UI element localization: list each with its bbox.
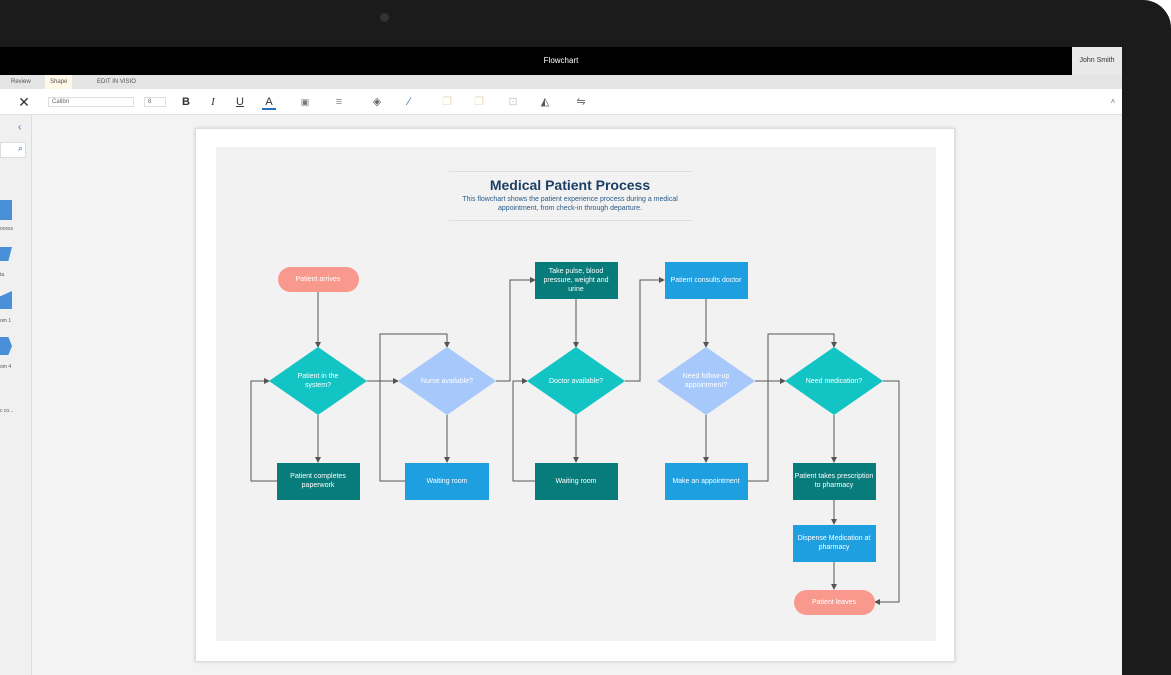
- connector-appt-d5[interactable]: [747, 333, 837, 482]
- font-size-select[interactable]: 8: [144, 97, 166, 107]
- process-shape[interactable]: [0, 200, 12, 220]
- custom-shape-1[interactable]: [0, 291, 12, 309]
- shapes-panel: ‹ ⌕ ocess ta om 1 om 4 c co...: [0, 115, 32, 675]
- node-label: Need follow-up appointment?: [682, 373, 730, 389]
- close-icon[interactable]: ✕: [18, 94, 30, 110]
- decision-d2[interactable]: [398, 347, 496, 415]
- collapse-ribbon-icon[interactable]: ˄: [1110, 97, 1116, 106]
- process-appt[interactable]: Make an appointment: [664, 462, 748, 500]
- screen: Flowchart John Smith Review Shape EDIT I…: [0, 47, 1122, 675]
- shape-label: ta: [0, 272, 5, 278]
- decision-d5[interactable]: [785, 347, 883, 415]
- font-select[interactable]: Calibri: [48, 97, 134, 107]
- diagram-subtitle: This flowchart shows the patient experie…: [462, 196, 678, 212]
- drawing-page: Medical Patient Process This flowchart s…: [195, 128, 955, 662]
- diagram-title: Medical Patient Process: [489, 177, 651, 193]
- group-icon[interactable]: ⊡: [508, 96, 518, 108]
- line-color-icon[interactable]: ⁄: [408, 96, 410, 108]
- custom-shape-4[interactable]: [0, 337, 12, 355]
- connector-d2-pulse[interactable]: [496, 277, 536, 382]
- underline-icon[interactable]: U: [236, 96, 244, 108]
- tab-review[interactable]: Review: [11, 79, 31, 85]
- diagram-area: Medical Patient Process This flowchart s…: [216, 147, 936, 641]
- decision-d1[interactable]: [269, 347, 367, 415]
- bold-icon[interactable]: B: [182, 96, 190, 108]
- window-title: Flowchart: [543, 56, 579, 65]
- process-wait2[interactable]: Waiting room: [534, 462, 618, 500]
- connector-paperwork-d1[interactable]: [250, 378, 277, 482]
- node-label: Nurse available?: [420, 377, 474, 385]
- connector-wait2-d3[interactable]: [512, 378, 535, 482]
- decision-d4[interactable]: [657, 347, 755, 415]
- align-icon[interactable]: ≡: [335, 96, 343, 108]
- search-icon[interactable]: ⌕: [0, 142, 26, 158]
- node-label: Patient in the system?: [297, 373, 339, 389]
- send-backward-icon[interactable]: ❐: [474, 96, 484, 108]
- italic-icon[interactable]: I: [211, 96, 215, 108]
- data-shape[interactable]: [0, 247, 12, 261]
- font-color-icon[interactable]: A: [262, 94, 276, 110]
- connector-d5-leaves[interactable]: [874, 380, 900, 605]
- node-label: Need medication?: [805, 377, 863, 385]
- process-wait1[interactable]: Waiting room: [405, 462, 489, 500]
- node-label: Doctor available?: [548, 377, 604, 385]
- collapse-panel-icon[interactable]: ‹: [18, 122, 22, 133]
- shape-label: ocess: [0, 226, 14, 232]
- connector-icon[interactable]: ⇋: [576, 96, 586, 108]
- process-pulse[interactable]: Take pulse, blood pressure, weight and u…: [534, 261, 618, 299]
- decision-d3[interactable]: [527, 347, 625, 415]
- shape-label: om 1: [0, 318, 12, 324]
- tab-edit-in-visio[interactable]: EDIT IN VISIO: [97, 79, 136, 85]
- user-name[interactable]: John Smith: [1072, 47, 1122, 75]
- fill-icon[interactable]: ◈: [372, 96, 382, 108]
- camera: [380, 13, 389, 22]
- connector-d1-d2[interactable]: [367, 333, 450, 382]
- connector-wait1-d2[interactable]: [379, 378, 405, 482]
- tab-shape[interactable]: Shape: [45, 75, 73, 89]
- connectors: [250, 277, 900, 605]
- process-dispense[interactable]: Dispense Medication at pharmacy: [792, 524, 876, 562]
- bring-forward-icon[interactable]: ❐: [442, 96, 452, 108]
- terminator-arrives[interactable]: Patient arrives: [277, 266, 359, 292]
- shape-label: om 4: [0, 364, 12, 370]
- process-rx[interactable]: Patient takes prescription to pharmacy: [792, 462, 876, 500]
- ribbon-tabs: Review Shape EDIT IN VISIO: [0, 75, 1122, 89]
- terminator-leaves[interactable]: Patient leaves: [793, 589, 875, 615]
- text-box-icon[interactable]: ▣: [300, 97, 310, 107]
- process-paperwork[interactable]: Patient completes paperwork: [276, 462, 360, 500]
- flip-icon[interactable]: ◭: [540, 96, 550, 108]
- shape-label: c co...: [0, 408, 14, 414]
- connector-d3-consult[interactable]: [625, 277, 665, 382]
- toolbar: ✕ Calibri 8 B I U A ▣ ≡ ◈ ⁄ ❐ ❐ ⊡ ◭ ⇋ ˄: [0, 89, 1122, 115]
- title-bar: Flowchart John Smith: [0, 47, 1122, 75]
- process-consult[interactable]: Patient consults doctor: [664, 261, 748, 299]
- diagram-header: Medical Patient Process This flowchart s…: [449, 171, 691, 221]
